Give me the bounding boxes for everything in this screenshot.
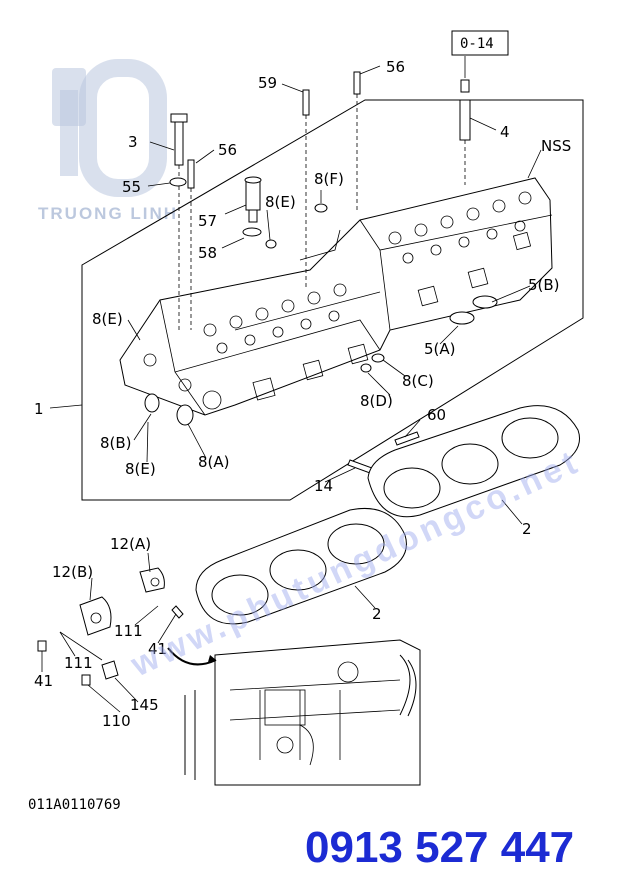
leader-lines (41, 56, 542, 713)
head-gasket-lower (195, 507, 407, 625)
assembly-frame (81, 99, 584, 501)
engine-overview (167, 639, 421, 786)
part-label-12b: 12(B) (52, 563, 93, 581)
part-label-8e-left: 8(E) (92, 310, 123, 328)
watermark-logo-text: TRUONG LINH (38, 204, 178, 223)
part-label-4: 4 (500, 123, 510, 141)
part-label-55: 55 (122, 178, 141, 196)
page-ref-box (451, 30, 509, 56)
part-label-8b: 8(B) (100, 434, 132, 452)
part-label-8e-top: 8(E) (265, 193, 296, 211)
part-label-60: 60 (427, 406, 446, 424)
part-label-14: 14 (314, 477, 333, 495)
part-label-2-lower: 2 (372, 605, 382, 623)
watermark-site-text: www.phutungdongco.net (124, 442, 586, 684)
part-label-8e-low: 8(E) (125, 460, 156, 478)
part-label-41-right: 41 (148, 640, 167, 658)
part-label-8c: 8(C) (402, 372, 434, 390)
part-label-58: 58 (198, 244, 217, 262)
part-label-56-top: 56 (386, 58, 405, 76)
part-label-59: 59 (258, 74, 277, 92)
watermark-logo: TRUONG LINH (38, 59, 178, 223)
phone-number: 0913 527 447 (305, 823, 574, 872)
part-label-5b: 5(B) (528, 276, 560, 294)
page-ref-label: 0-14 (460, 36, 494, 52)
part-label-57: 57 (198, 212, 217, 230)
part-label-111-left: 111 (64, 654, 93, 672)
part-label-145: 145 (130, 696, 159, 714)
drawing-code: 011A0110769 (28, 797, 121, 813)
bolts-and-studs (144, 71, 498, 474)
part-label-5a: 5(A) (424, 340, 456, 358)
part-label-56-side: 56 (218, 141, 237, 159)
part-label-8d: 8(D) (360, 392, 393, 410)
part-label-1: 1 (34, 400, 44, 418)
cylinder-head (119, 177, 553, 416)
part-label-2-upper: 2 (522, 520, 532, 538)
part-label-8f: 8(F) (314, 170, 344, 188)
part-label-8a: 8(A) (198, 453, 230, 471)
part-label-nss: NSS (541, 137, 571, 155)
head-gasket-upper (367, 405, 580, 518)
part-label-110: 110 (102, 712, 131, 730)
part-label-3: 3 (128, 133, 138, 151)
brackets (37, 567, 184, 686)
part-label-41-left: 41 (34, 672, 53, 690)
part-label-12a: 12(A) (110, 535, 151, 553)
part-label-111-right: 111 (114, 622, 143, 640)
